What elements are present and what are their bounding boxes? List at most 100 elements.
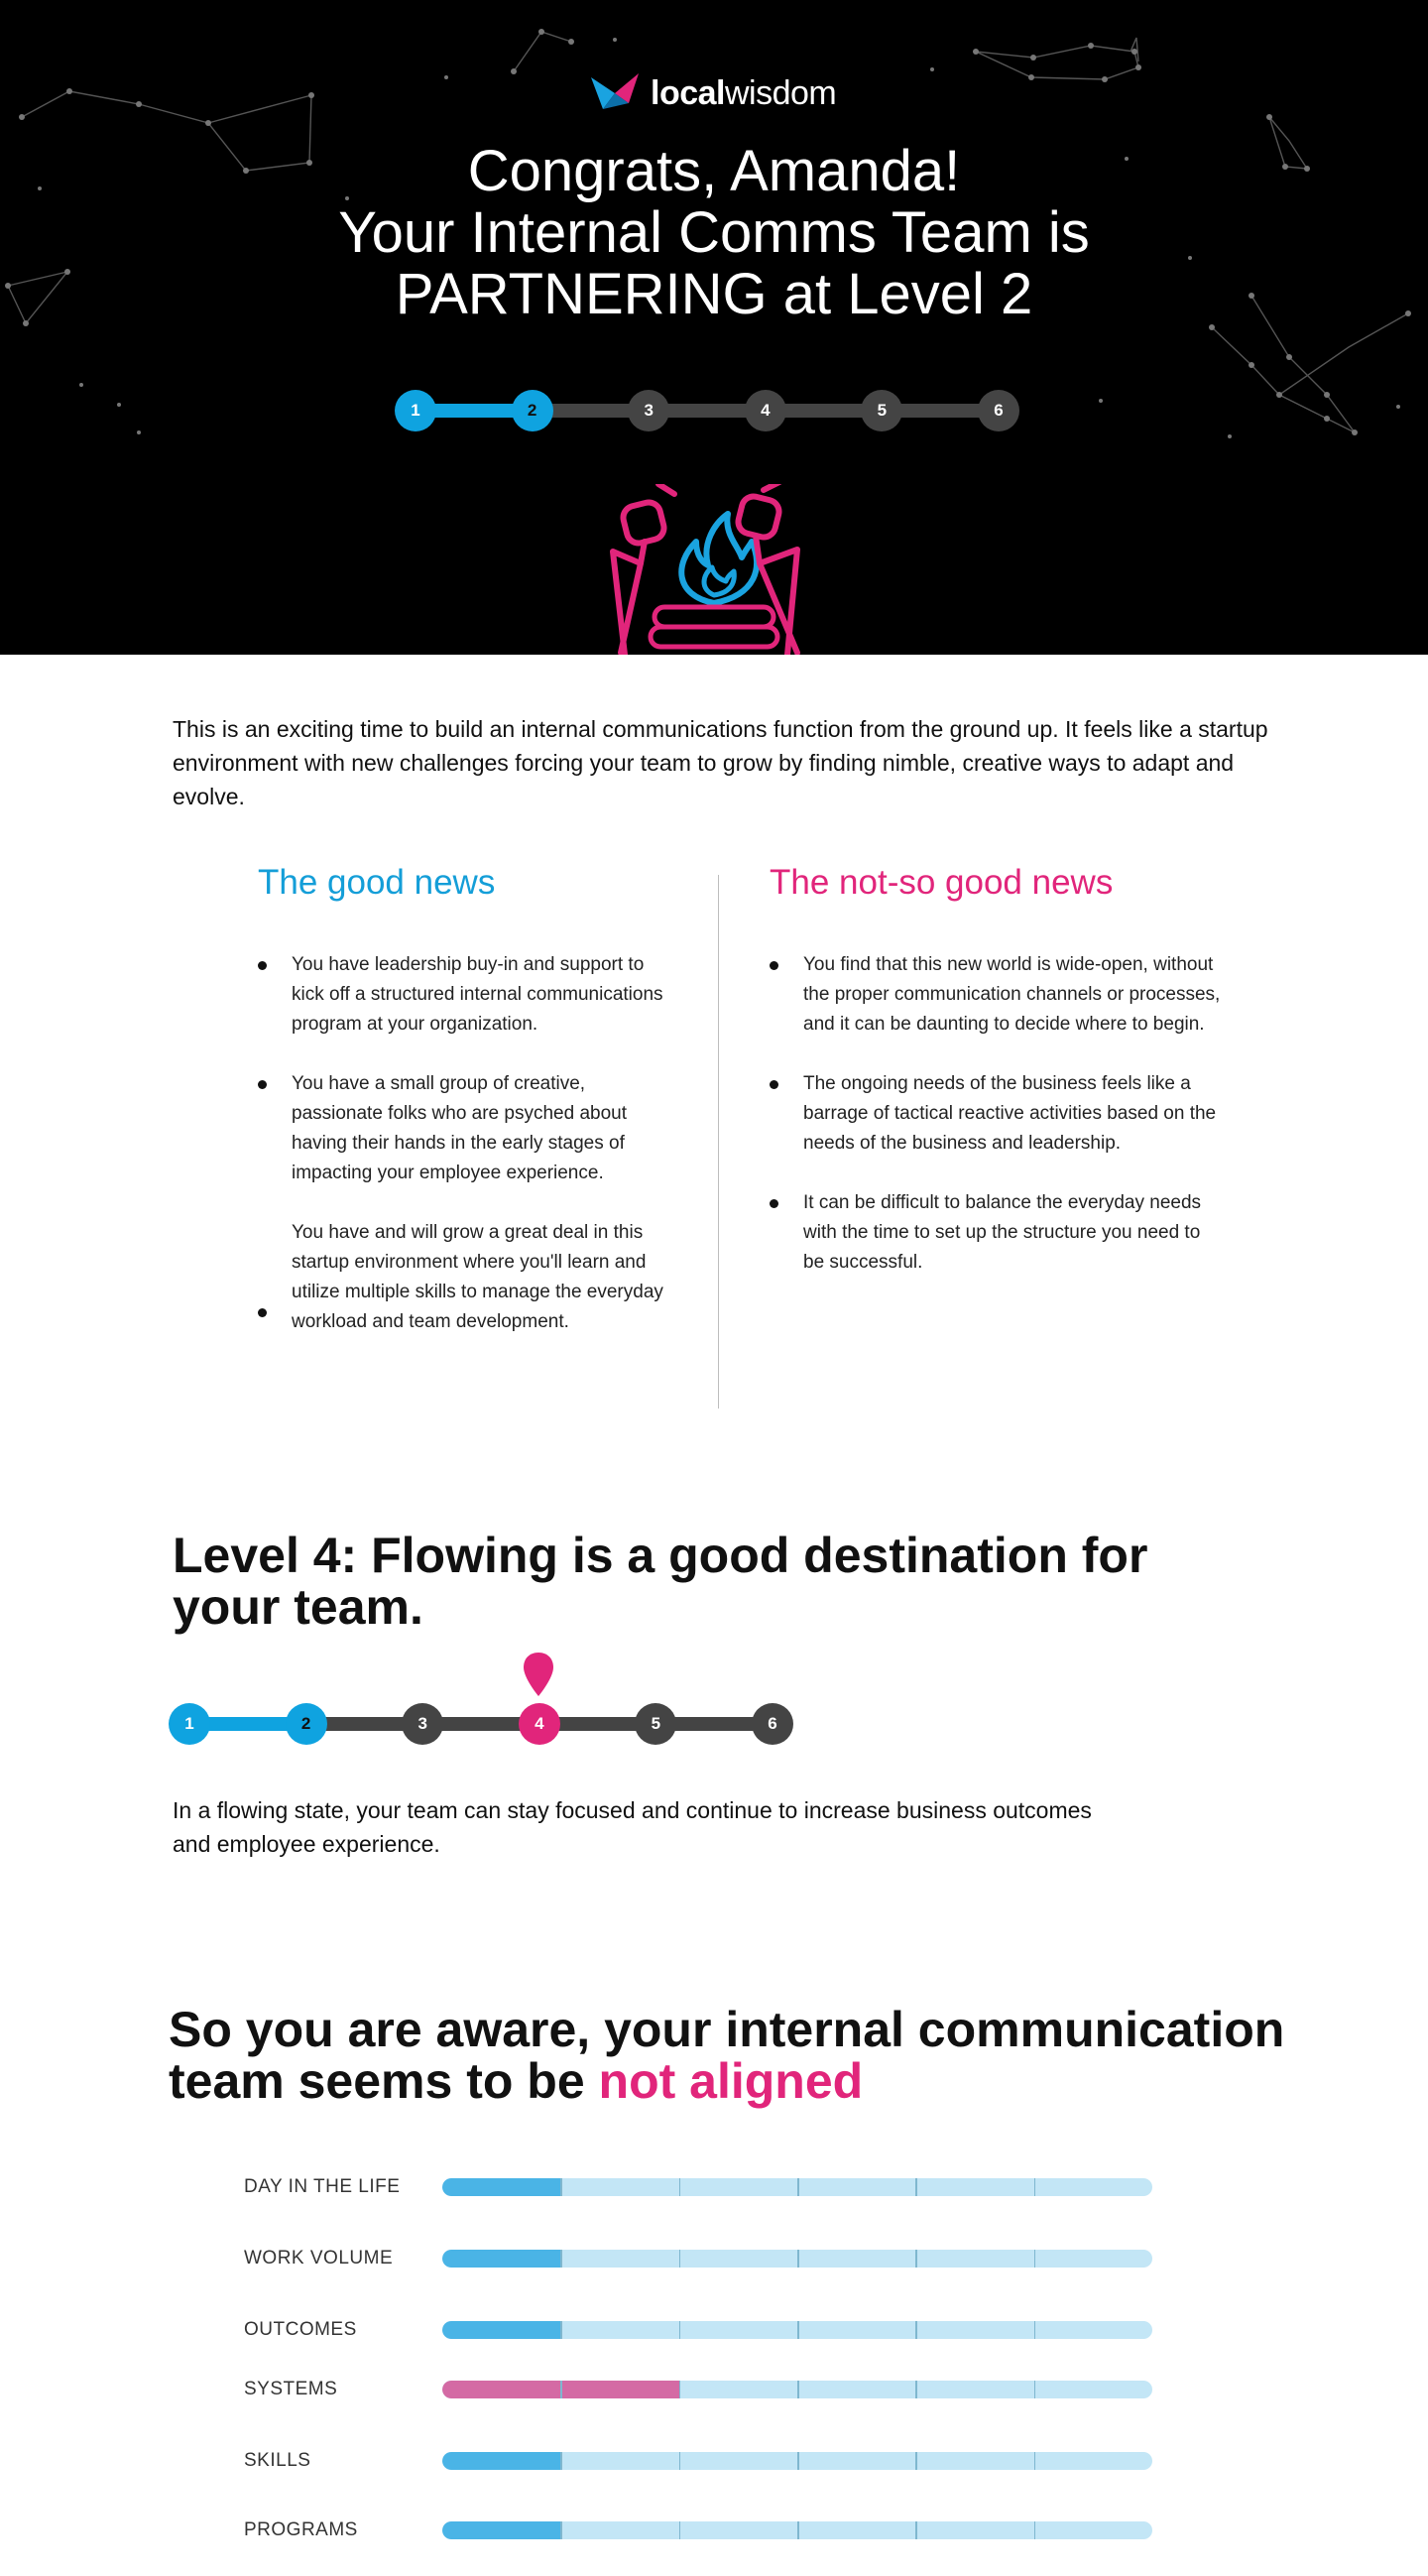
level-step-4: 4 — [518, 1703, 560, 1745]
metric-bar-tick — [560, 2381, 562, 2398]
bad-news-list: You find that this new world is wide-ope… — [770, 950, 1226, 1278]
destination-description: In a flowing state, your team can stay f… — [173, 1797, 1092, 1857]
good-news-item: You have a small group of creative, pass… — [258, 1069, 674, 1188]
metric-label: SYSTEMS — [244, 2379, 338, 2399]
metric-bar-tick — [797, 2521, 799, 2539]
metric-bar-tick — [915, 2381, 917, 2398]
metric-bar-tick — [678, 2321, 681, 2339]
bullet-icon — [258, 961, 267, 970]
good-news-heading: The good news — [258, 863, 496, 902]
metric-bar-tick — [678, 2178, 681, 2196]
metric-bar-fill — [442, 2250, 561, 2268]
bad-news-heading: The not-so good news — [770, 863, 1114, 902]
level-step-6: 6 — [752, 1703, 793, 1745]
metric-label: PROGRAMS — [244, 2519, 358, 2540]
metric-bar-tick — [678, 2381, 681, 2398]
bad-news-column: The not-so good news You find that this … — [770, 863, 1226, 1307]
metric-label: WORK VOLUME — [244, 2248, 394, 2269]
metric-bar-tick — [560, 2521, 562, 2539]
metric-bar-fill — [442, 2521, 561, 2539]
good-news-item: You have leadership buy-in and support t… — [258, 950, 674, 1040]
brand-name: localwisdom — [651, 73, 837, 112]
bullet-icon — [770, 1199, 778, 1208]
metric-bar-tick — [1033, 2381, 1036, 2398]
level-step-3: 3 — [402, 1703, 444, 1745]
level-step-3: 3 — [628, 390, 670, 431]
level-step-6: 6 — [978, 390, 1019, 431]
metric-label: DAY IN THE LIFE — [244, 2176, 401, 2197]
metric-bar-tick — [560, 2250, 562, 2268]
campfire-marshmallow-icon — [610, 484, 800, 655]
level-step-4: 4 — [744, 390, 786, 431]
good-news-item: You have and will grow a great deal in t… — [258, 1218, 674, 1337]
metric-bar — [442, 2250, 1152, 2268]
bullet-icon — [258, 1080, 267, 1089]
metric-bar-fill — [442, 2321, 561, 2339]
metric-bar-tick — [915, 2452, 917, 2470]
metric-bar-tick — [560, 2452, 562, 2470]
alignment-title: So you are aware, your internal communic… — [169, 2004, 1359, 2107]
good-news-list: You have leadership buy-in and support t… — [258, 950, 674, 1337]
hero-level-progress: 1 2 3 4 5 6 — [395, 389, 1019, 432]
metric-bar-tick — [560, 2178, 562, 2196]
metric-label: SKILLS — [244, 2450, 311, 2471]
track-progress — [405, 404, 534, 418]
map-pin-icon — [524, 1653, 553, 1696]
metric-bar-tick — [560, 2321, 562, 2339]
metric-bar-fill — [442, 2452, 561, 2470]
bad-news-item: The ongoing needs of the business feels … — [770, 1069, 1226, 1159]
destination-level-progress: 1 2 3 4 5 6 — [169, 1702, 793, 1746]
destination-title: Level 4: Flowing is a good destination f… — [173, 1528, 1148, 1635]
hero-banner: localwisdom Congrats, Amanda! Your Inter… — [0, 0, 1428, 655]
metric-bar-tick — [797, 2452, 799, 2470]
metric-bar-tick — [915, 2178, 917, 2196]
track-line — [405, 404, 1010, 418]
local-wisdom-logo-icon — [591, 73, 639, 109]
metric-bar-tick — [1033, 2521, 1036, 2539]
level-step-5: 5 — [635, 1703, 677, 1745]
metric-bar-tick — [1033, 2452, 1036, 2470]
metric-bar — [442, 2178, 1152, 2196]
metric-bar-tick — [797, 2381, 799, 2398]
metric-bar-tick — [915, 2250, 917, 2268]
metric-bar-tick — [915, 2321, 917, 2339]
metric-bar-tick — [678, 2250, 681, 2268]
alignment-title-highlight: not aligned — [598, 2053, 864, 2109]
metric-bar-fill — [442, 2178, 561, 2196]
level-step-2: 2 — [285, 1703, 327, 1745]
level-step-1: 1 — [169, 1703, 210, 1745]
metric-bar-tick — [678, 2452, 681, 2470]
bullet-icon — [770, 961, 778, 970]
hero-title: Congrats, Amanda! Your Internal Comms Te… — [0, 141, 1428, 325]
alignment-title-prefix: So you are aware, your internal communic… — [169, 2002, 1285, 2109]
bad-news-item: It can be difficult to balance the every… — [770, 1188, 1226, 1278]
metric-bar-tick — [678, 2521, 681, 2539]
metric-bar-tick — [1033, 2321, 1036, 2339]
bullet-icon — [258, 1308, 267, 1317]
bad-news-item: You find that this new world is wide-ope… — [770, 950, 1226, 1040]
level-step-1: 1 — [395, 390, 436, 431]
good-news-column: The good news You have leadership buy-in… — [258, 863, 674, 1367]
hero-title-line: PARTNERING at Level 2 — [395, 262, 1033, 326]
hero-title-line: Congrats, Amanda! — [467, 139, 961, 203]
metric-label: OUTCOMES — [244, 2319, 357, 2340]
track-progress — [178, 1717, 307, 1731]
metric-bar — [442, 2381, 1152, 2398]
metric-bar-tick — [1033, 2250, 1036, 2268]
brand-logo[interactable]: localwisdom — [589, 71, 837, 115]
intro-paragraph: This is an exciting time to build an int… — [173, 716, 1268, 809]
level-step-5: 5 — [861, 390, 903, 431]
metric-bar — [442, 2321, 1152, 2339]
metric-bar-tick — [797, 2178, 799, 2196]
column-divider — [718, 875, 719, 1409]
level-step-2: 2 — [511, 390, 553, 431]
track-line — [178, 1717, 783, 1731]
metric-bar-tick — [797, 2250, 799, 2268]
metric-bar — [442, 2521, 1152, 2539]
metric-bar-tick — [1033, 2178, 1036, 2196]
constellation-background — [5, 29, 1411, 438]
hero-title-line: Your Internal Comms Team is — [338, 200, 1090, 265]
metric-bar-tick — [797, 2321, 799, 2339]
bullet-icon — [770, 1080, 778, 1089]
metric-bar — [442, 2452, 1152, 2470]
